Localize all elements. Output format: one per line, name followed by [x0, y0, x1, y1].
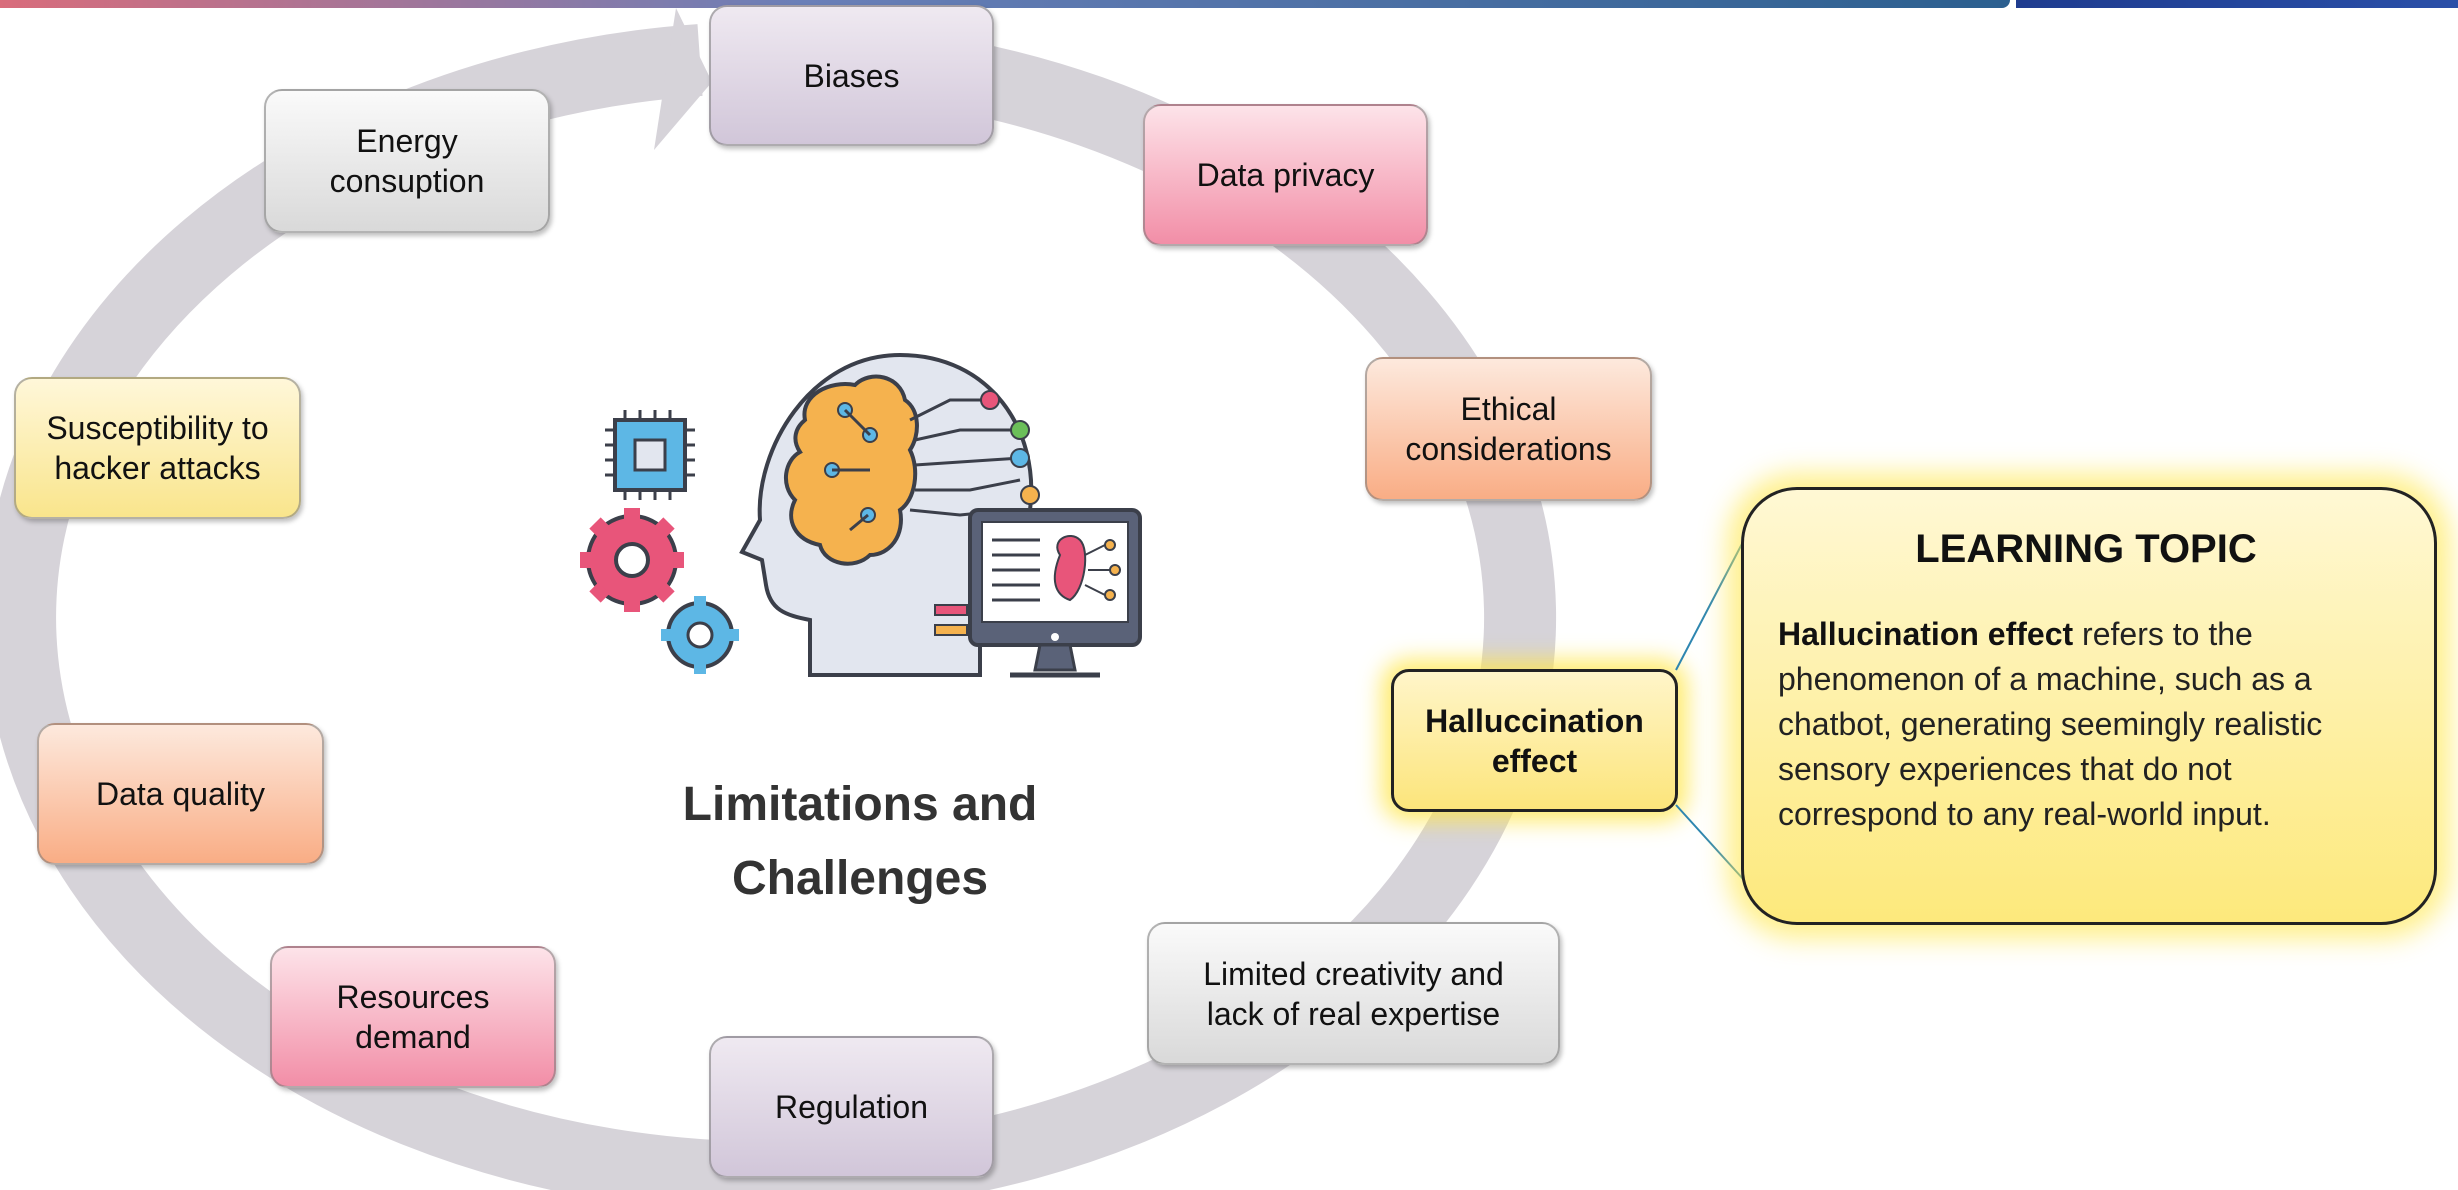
- connector-line-top: [1675, 539, 1745, 671]
- ai-head-brain-icon: [739, 352, 1040, 677]
- monitor-icon: [934, 508, 1142, 678]
- callout-title: LEARNING TOPIC: [1915, 527, 2257, 571]
- node-hacker-attacks[interactable]: Susceptibility to hacker attacks: [14, 377, 301, 519]
- callout-text: refers to the phenomenon of a machine, s…: [1778, 616, 2323, 832]
- node-regulation[interactable]: Regulation: [709, 1036, 994, 1178]
- node-limited-creativity[interactable]: Limited creativity and lack of real expe…: [1147, 922, 1560, 1065]
- gear-icon: [580, 508, 739, 674]
- center-title: Limitations and Challenges: [682, 778, 1038, 905]
- node-data-quality[interactable]: Data quality: [37, 723, 324, 865]
- node-hallucination-effect[interactable]: Halluccination effect: [1391, 669, 1678, 812]
- ai-head-illustration: [580, 352, 1142, 678]
- cycle-arrow-head: [654, 8, 712, 150]
- node-resources-demand[interactable]: Resources demand: [270, 946, 556, 1088]
- chip-icon: [605, 410, 695, 500]
- connector-line-bottom: [1675, 804, 1745, 881]
- callout-body: Hallucination effect refers to the pheno…: [1778, 612, 2394, 837]
- learning-topic-callout: LEARNING TOPIC Hallucination effect refe…: [1741, 487, 2437, 925]
- node-biases[interactable]: Biases: [709, 5, 994, 146]
- top-brand-bar: [2016, 0, 2458, 8]
- top-accent-bar: [0, 0, 2010, 8]
- callout-term: Hallucination effect: [1778, 616, 2074, 652]
- node-data-privacy[interactable]: Data privacy: [1143, 104, 1428, 246]
- node-ethical-considerations[interactable]: Ethical considerations: [1365, 357, 1652, 501]
- node-energy-consumption[interactable]: Energy consuption: [264, 89, 550, 233]
